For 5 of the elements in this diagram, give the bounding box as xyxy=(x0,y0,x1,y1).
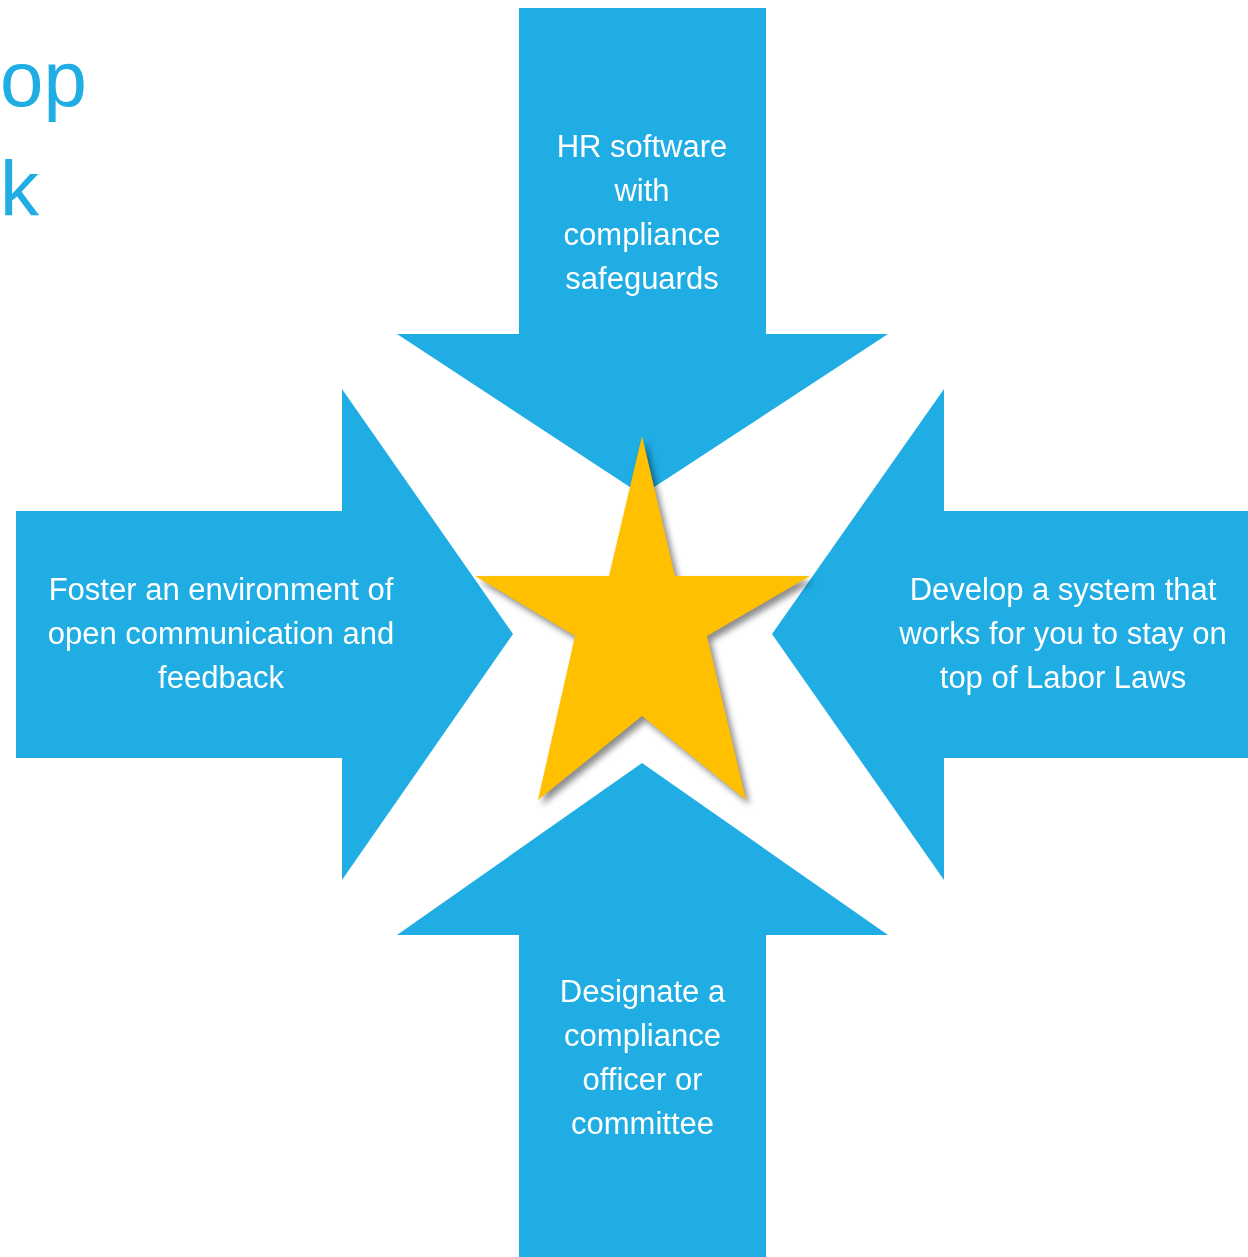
arrow-text: Designate a compliance officer or committee xyxy=(558,973,727,1143)
arrow-text: HR software with compliance safeguards xyxy=(555,128,729,298)
title-fragment: k xyxy=(0,150,39,228)
arrow-text: Foster an environment of open communication and feedback xyxy=(46,571,396,697)
arrow-text: Develop a system that works for you to stay on top of Labor Laws xyxy=(898,571,1228,697)
